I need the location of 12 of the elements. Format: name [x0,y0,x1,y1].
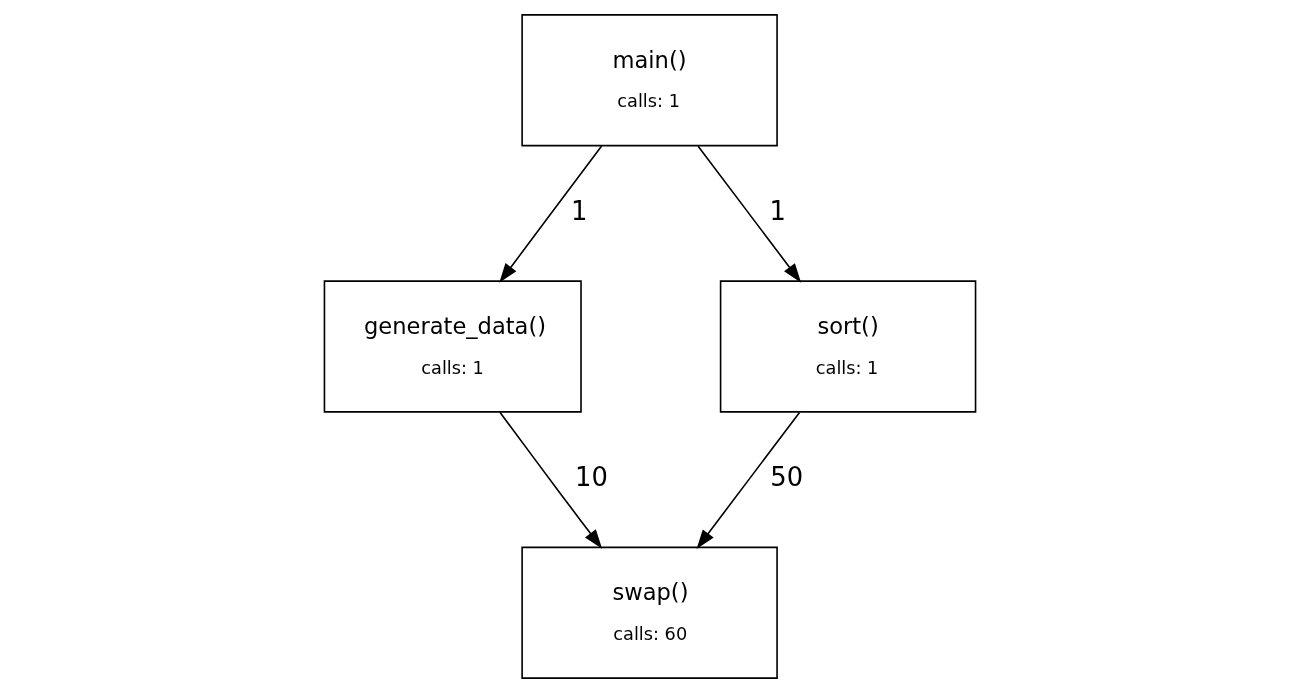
node-box: main() calls: 1 [520,14,778,147]
arrow [498,145,602,283]
arrow [696,145,801,283]
node-box: sort() calls: 1 [719,280,976,413]
node-box: swap() calls: 60 [520,546,778,679]
node-box: generate_data() calls: 1 [323,280,582,413]
arrow [696,411,800,549]
edge-label: 10 [574,461,608,492]
edge-label: 1 [769,195,786,226]
arrow [498,411,602,549]
edge-label: 50 [769,461,803,492]
edge-label: 1 [570,195,588,226]
